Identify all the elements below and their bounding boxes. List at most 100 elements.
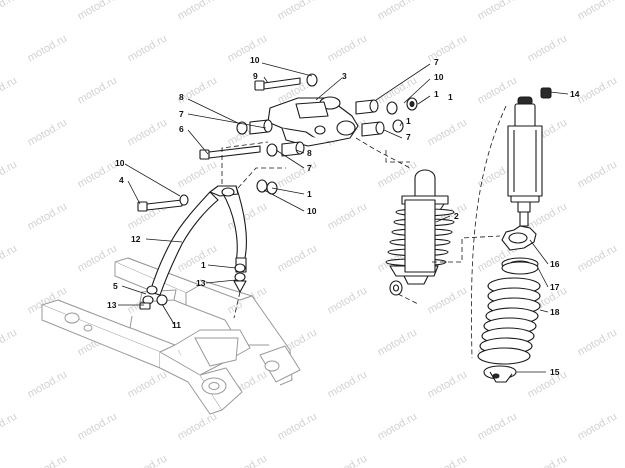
callout-1: 1 bbox=[307, 189, 312, 199]
watermark-text: motod.ru bbox=[426, 368, 470, 400]
spring-adjuster-part bbox=[501, 225, 537, 251]
callout-11: 11 bbox=[172, 320, 181, 330]
watermark-text: motod.ru bbox=[0, 74, 19, 106]
watermark-text: motod.ru bbox=[76, 410, 120, 442]
watermark-text: motod.ru bbox=[0, 242, 19, 274]
callout-1: 1 bbox=[406, 116, 411, 126]
callout-8: 8 bbox=[307, 148, 312, 158]
watermark-text: motod.ru bbox=[276, 410, 320, 442]
watermark-text: motod.ru bbox=[126, 368, 170, 400]
bolt-part-9 bbox=[254, 77, 301, 91]
callout-7: 7 bbox=[307, 163, 312, 173]
callout-17: 17 bbox=[550, 282, 560, 292]
callout-5: 5 bbox=[113, 281, 118, 291]
watermark-text: motod.ru bbox=[0, 158, 19, 190]
watermark-text: motod.ru bbox=[176, 0, 220, 23]
rocker-link-part bbox=[267, 96, 359, 147]
callout-2: 2 bbox=[454, 211, 459, 221]
watermark-text: motod.ru bbox=[76, 158, 120, 190]
spring-seat-part bbox=[501, 257, 539, 275]
watermark-text: motod.ru bbox=[276, 0, 320, 23]
watermark-text: motod.ru bbox=[276, 242, 320, 274]
leader-lines bbox=[118, 62, 569, 373]
watermark-text: motod.ru bbox=[26, 452, 70, 468]
shock-body-exploded bbox=[507, 87, 552, 227]
watermark-text: motod.ru bbox=[76, 74, 120, 106]
lower-collar-part bbox=[483, 365, 517, 383]
callout-1: 1 bbox=[448, 92, 453, 102]
watermark-text: motod.ru bbox=[126, 116, 170, 148]
watermark-text: motod.ru bbox=[0, 0, 19, 23]
watermark-text: motod.ru bbox=[576, 410, 620, 442]
watermark-text: motod.ru bbox=[176, 158, 220, 190]
bushings-group bbox=[179, 73, 418, 206]
watermark-text: motod.ru bbox=[426, 452, 470, 468]
watermark-text: motod.ru bbox=[376, 326, 420, 358]
watermark-text: motod.ru bbox=[526, 368, 570, 400]
watermark-text: motod.ru bbox=[576, 326, 620, 358]
tie-rod-part bbox=[149, 185, 247, 296]
watermark-text: motod.ru bbox=[26, 116, 70, 148]
callout-7: 7 bbox=[434, 57, 439, 67]
callout-1: 1 bbox=[434, 89, 439, 99]
watermark-text: motod.ru bbox=[176, 242, 220, 274]
watermark-text: motod.ru bbox=[576, 0, 620, 23]
swingarm-part bbox=[41, 257, 301, 415]
callout-1: 1 bbox=[201, 260, 206, 270]
watermark-text: motod.ru bbox=[26, 32, 70, 64]
watermark-text: motod.ru bbox=[326, 452, 370, 468]
callout-10: 10 bbox=[115, 158, 125, 168]
watermark-text: motod.ru bbox=[576, 158, 620, 190]
callout-12: 12 bbox=[131, 234, 141, 244]
watermark-text: motod.ru bbox=[326, 200, 370, 232]
watermark-text: motod.ru bbox=[26, 200, 70, 232]
assembly-guide-lines bbox=[221, 105, 507, 359]
watermark-text: motod.ru bbox=[376, 0, 420, 23]
watermark-text: motod.ru bbox=[476, 410, 520, 442]
shock-absorber-part bbox=[385, 169, 455, 296]
watermark-text: motod.ru bbox=[576, 74, 620, 106]
spring-part bbox=[477, 277, 541, 365]
callout-10: 10 bbox=[307, 206, 317, 216]
watermark-text: motod.ru bbox=[0, 410, 19, 442]
callout-9: 9 bbox=[253, 71, 258, 81]
callout-10: 10 bbox=[434, 72, 444, 82]
watermark-text: motod.ru bbox=[126, 452, 170, 468]
callout-15: 15 bbox=[550, 367, 560, 377]
callout-13: 13 bbox=[107, 300, 117, 310]
watermark-text: motod.ru bbox=[426, 284, 470, 316]
callout-16: 16 bbox=[550, 259, 560, 269]
watermark-text: motod.ru bbox=[476, 0, 520, 23]
bolt-part-4 bbox=[137, 199, 183, 212]
watermark-text: motod.ru bbox=[326, 284, 370, 316]
callout-7: 7 bbox=[406, 132, 411, 142]
watermark-text: motod.ru bbox=[26, 368, 70, 400]
callout-3: 3 bbox=[342, 71, 347, 81]
watermark-text: motod.ru bbox=[376, 158, 420, 190]
callout-14: 14 bbox=[570, 89, 580, 99]
lower-fasteners bbox=[139, 263, 247, 310]
watermark-text: motod.ru bbox=[476, 74, 520, 106]
watermark-text: motod.ru bbox=[526, 452, 570, 468]
watermark-text: motod.ru bbox=[576, 242, 620, 274]
callout-18: 18 bbox=[550, 307, 560, 317]
callout-13: 13 bbox=[196, 278, 206, 288]
watermark-text: motod.ru bbox=[526, 200, 570, 232]
watermark-text: motod.ru bbox=[76, 0, 120, 23]
watermark-text: motod.ru bbox=[376, 410, 420, 442]
watermark-text: motod.ru bbox=[0, 326, 19, 358]
callout-6: 6 bbox=[179, 124, 184, 134]
callout-10: 10 bbox=[250, 55, 260, 65]
watermark-text: motod.ru bbox=[426, 32, 470, 64]
callout-7: 7 bbox=[179, 109, 184, 119]
watermark-text: motod.ru bbox=[226, 32, 270, 64]
callout-labels: 10 9 3 7 10 1 8 7 6 1 7 8 7 10 4 1 10 2 … bbox=[107, 55, 580, 377]
watermark-text: motod.ru bbox=[326, 32, 370, 64]
watermark-text: motod.ru bbox=[126, 32, 170, 64]
callout-4: 4 bbox=[119, 175, 124, 185]
watermark-text: motod.ru bbox=[426, 116, 470, 148]
watermark-text: motod.ru bbox=[226, 452, 270, 468]
watermark-text: motod.ru bbox=[526, 32, 570, 64]
